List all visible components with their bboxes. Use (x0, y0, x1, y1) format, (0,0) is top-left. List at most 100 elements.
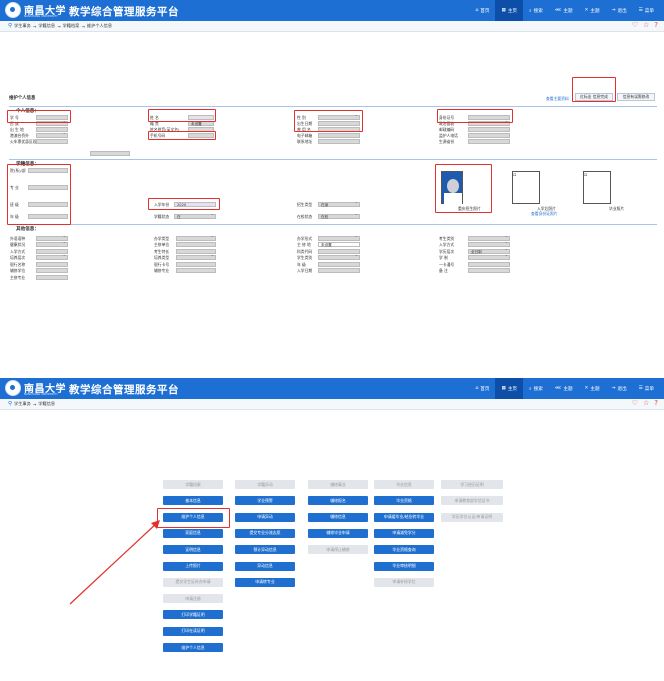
other-field[interactable] (176, 253, 216, 260)
menu-button[interactable]: 毕业资格查询 (374, 545, 434, 555)
other-field[interactable] (176, 241, 216, 247)
other-field[interactable] (318, 267, 360, 273)
personal-field[interactable] (468, 138, 510, 144)
star-icon[interactable]: ☆ (643, 399, 650, 407)
breadcrumb-item[interactable]: 学籍档案 (62, 23, 80, 28)
nav-item[interactable]: ☰菜单 (633, 378, 660, 399)
help-icon[interactable]: ? (654, 21, 658, 29)
nav-item[interactable]: ⇥退出 (606, 378, 633, 399)
other-field[interactable] (468, 261, 510, 267)
menu-button[interactable]: 申请减免学分 (374, 528, 434, 538)
menu-button[interactable]: 毕业审核明细 (374, 561, 434, 571)
menu-button[interactable]: 辅修毕业申请 (308, 528, 368, 538)
menu-button[interactable]: 打印在读证明 (163, 626, 223, 636)
other-field[interactable] (176, 261, 216, 267)
nav-item[interactable]: ☰菜单 (633, 0, 660, 21)
nav-item[interactable]: ⋘主题 (549, 0, 579, 21)
nav-item[interactable]: ⌕搜索 (523, 0, 549, 21)
menu-button[interactable]: 申请缓毕业/结业转毕业 (374, 512, 434, 522)
other-field[interactable] (36, 267, 68, 273)
personal-field[interactable] (468, 132, 510, 138)
status-field[interactable] (28, 167, 68, 173)
other-field[interactable] (176, 248, 216, 254)
other-field[interactable] (176, 234, 216, 241)
menu-button[interactable]: 毕业资格 (374, 496, 434, 506)
heart-icon[interactable]: ♡ (631, 21, 638, 29)
view-info-link[interactable]: 查看主要资料 (546, 96, 569, 101)
nav-item[interactable]: ✕主题 (579, 0, 606, 21)
personal-field[interactable] (90, 150, 130, 156)
confirm-button[interactable]: 红标出 信息完成 (575, 93, 613, 101)
nav-item[interactable]: ⇥退出 (606, 0, 633, 21)
status-field[interactable]: 2020 (174, 201, 216, 207)
menu-button[interactable]: 预计异动信息 (235, 545, 295, 555)
view-id-photo-link[interactable]: 查看身份证照片 (531, 211, 558, 216)
personal-field[interactable] (188, 114, 214, 120)
nav-item[interactable]: ▦主页 (495, 378, 524, 399)
breadcrumb-item[interactable]: 学生事务 (14, 401, 31, 406)
star-icon[interactable]: ☆ (643, 21, 650, 29)
personal-field[interactable] (36, 126, 68, 132)
personal-field[interactable] (36, 138, 68, 144)
other-field[interactable] (468, 267, 510, 273)
personal-field[interactable] (468, 126, 510, 132)
breadcrumb-item[interactable]: 学籍信息 (38, 23, 56, 28)
status-field[interactable] (28, 213, 68, 219)
nav-item[interactable]: ⋘主题 (549, 378, 579, 399)
menu-button[interactable]: 辅修报名 (308, 496, 368, 506)
status-field[interactable]: 在校 (318, 212, 360, 219)
nav-item[interactable]: ✕主题 (579, 378, 606, 399)
personal-field[interactable] (36, 131, 68, 138)
status-field[interactable] (28, 184, 68, 190)
status-field[interactable]: 在读 (318, 200, 360, 207)
other-field[interactable] (318, 261, 360, 267)
menu-button[interactable]: 申请转专业 (235, 577, 295, 587)
menu-button[interactable]: 辅修信息 (308, 512, 368, 522)
report-error-button[interactable]: 信息有误需修改 (617, 93, 655, 101)
nav-item[interactable]: ⌂首页 (469, 0, 495, 21)
menu-button[interactable]: 上传照片 (163, 561, 223, 571)
other-field[interactable] (36, 234, 68, 241)
other-field[interactable] (318, 248, 360, 254)
other-field[interactable] (36, 248, 68, 254)
other-field[interactable] (36, 253, 68, 260)
status-field[interactable]: 在 (174, 212, 216, 219)
menu-button[interactable]: 维护个人信息 (163, 643, 223, 652)
personal-field[interactable] (318, 113, 360, 120)
personal-field[interactable] (318, 138, 360, 144)
nav-item[interactable]: ⌕搜索 (523, 378, 549, 399)
other-field[interactable] (176, 267, 216, 273)
personal-field[interactable] (36, 119, 68, 126)
nav-item[interactable]: ⌂首页 (469, 378, 495, 399)
menu-button[interactable]: 基本信息 (163, 496, 223, 506)
status-field[interactable] (28, 201, 68, 207)
other-field[interactable] (36, 240, 68, 247)
menu-button[interactable]: 证明信息 (163, 545, 223, 555)
personal-field[interactable] (468, 119, 510, 126)
other-field[interactable]: 未设置 (318, 241, 360, 247)
menu-button[interactable]: 学业预警 (235, 496, 295, 506)
nav-item[interactable]: ▦主页 (495, 0, 524, 21)
menu-button[interactable]: 申请异动 (235, 512, 295, 522)
menu-button[interactable]: 家庭信息 (163, 528, 223, 538)
personal-field[interactable] (36, 114, 68, 120)
other-field[interactable]: 全日制 (468, 247, 510, 254)
personal-field[interactable] (188, 132, 214, 138)
menu-button[interactable]: 打印学籍证明 (163, 610, 223, 620)
other-field[interactable] (468, 240, 510, 247)
menu-button[interactable]: 提交专业分流志愿 (235, 528, 295, 538)
other-field[interactable] (318, 253, 360, 260)
other-field[interactable] (36, 274, 68, 280)
other-field[interactable] (318, 234, 360, 241)
personal-field[interactable] (318, 132, 360, 138)
breadcrumb-item[interactable]: 学生事务 (14, 23, 31, 28)
personal-field[interactable] (468, 114, 510, 120)
personal-field[interactable] (318, 120, 360, 126)
other-field[interactable] (468, 253, 510, 260)
heart-icon[interactable]: ♡ (631, 399, 638, 407)
menu-button[interactable]: 维护个人信息 (163, 512, 223, 522)
other-field[interactable] (36, 261, 68, 267)
other-field[interactable] (468, 234, 510, 241)
menu-button[interactable]: 异动信息 (235, 561, 295, 571)
help-icon[interactable]: ? (654, 399, 658, 407)
